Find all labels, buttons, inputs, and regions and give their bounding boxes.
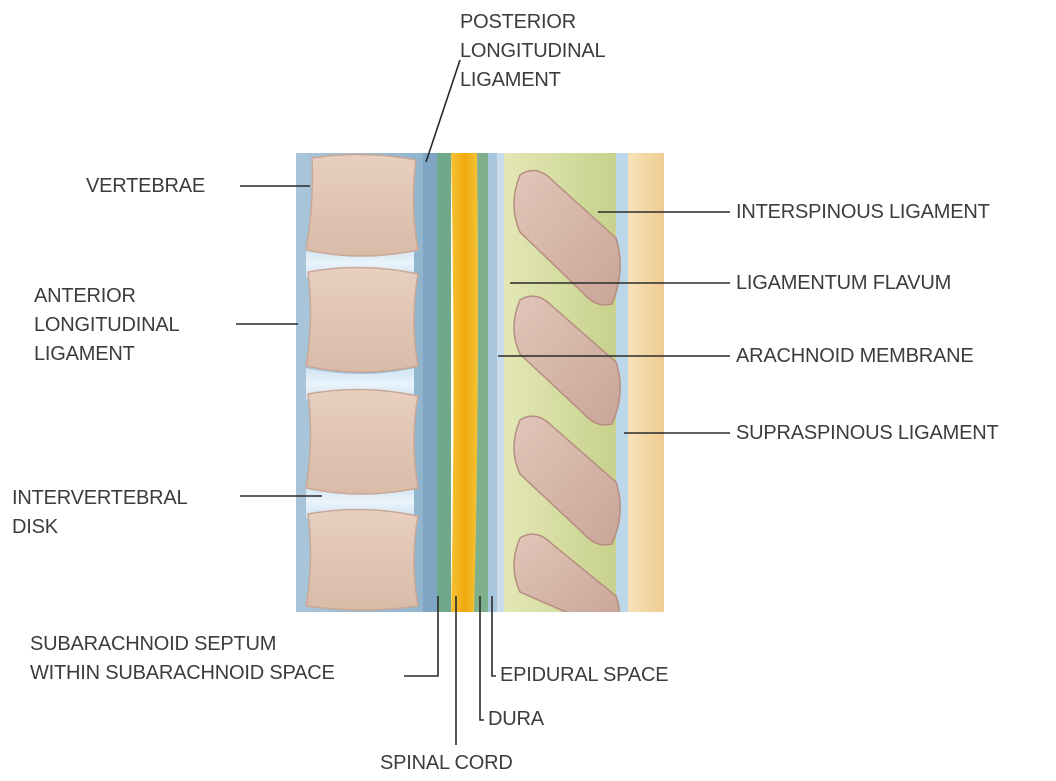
- label-anterior-longitudinal-ligament: ANTERIOR LONGITUDINAL LIGAMENT: [34, 282, 179, 369]
- label-arachnoid-membrane: ARACHNOID MEMBRANE: [736, 342, 974, 371]
- leader-posterior-longitudinal: [426, 60, 460, 162]
- label-ligamentum-flavum: LIGAMENTUM FLAVUM: [736, 269, 951, 298]
- subarachnoid-space-shape: [437, 153, 451, 612]
- leader-dura: [480, 596, 484, 720]
- spinal-cord-shape: [451, 153, 478, 612]
- label-interspinous-ligament: INTERSPINOUS LIGAMENT: [736, 198, 990, 227]
- label-epidural-space: EPIDURAL SPACE: [500, 661, 668, 690]
- label-intervertebral-disk: INTERVERTEBRAL DISK: [12, 484, 187, 542]
- label-vertebrae: VERTEBRAE: [86, 172, 205, 201]
- label-posterior-longitudinal-ligament: POSTERIOR LONGITUDINAL LIGAMENT: [460, 8, 605, 95]
- supraspinous-ligament-shape: [628, 153, 664, 612]
- label-supraspinous-ligament: SUPRASPINOUS LIGAMENT: [736, 419, 999, 448]
- label-spinal-cord: SPINAL CORD: [380, 749, 513, 778]
- label-subarachnoid-septum: SUBARACHNOID SEPTUM WITHIN SUBARACHNOID …: [30, 630, 335, 688]
- posterior-longitudinal-ligament-shape: [423, 153, 437, 612]
- label-dura: DURA: [488, 705, 544, 734]
